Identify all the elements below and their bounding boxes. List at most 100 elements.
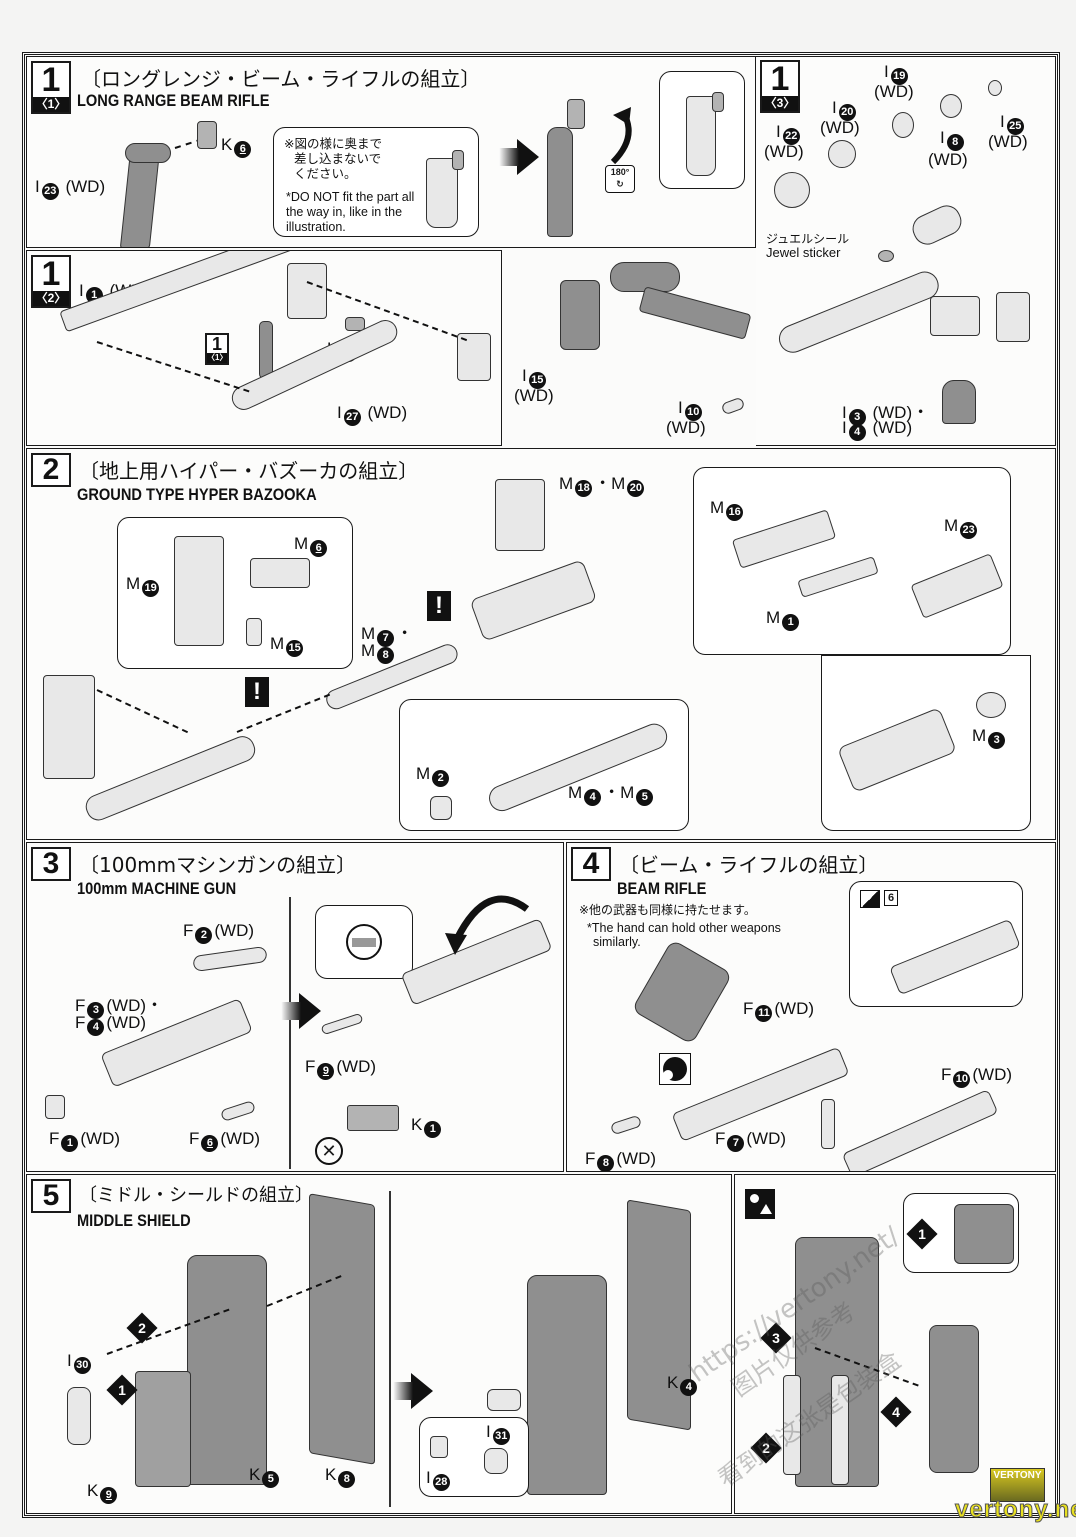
part-i28-i31-clip: [487, 1389, 521, 1411]
part-scope-mount: [560, 280, 600, 350]
part-f7: [821, 1099, 835, 1149]
part-k7: [345, 317, 365, 331]
rotate-arrow-icon: [610, 107, 632, 165]
no-cut-icon: ✕: [315, 1137, 343, 1165]
part-f8: [609, 1114, 643, 1136]
section-title-en: 100mm MACHINE GUN: [77, 879, 237, 898]
section-5-mounting: 1 3 2 4: [734, 1174, 1056, 1514]
part-grip-assembled: [43, 675, 95, 779]
section-title-en: GROUND TYPE HYPER BAZOOKA: [77, 485, 317, 504]
caution-note-en: *DO NOT fit the part all the way in, lik…: [286, 190, 415, 234]
part-bazooka-body: [469, 559, 598, 642]
sticker-icon: [860, 890, 880, 908]
section-title-en: BEAM RIFLE: [617, 879, 707, 898]
step-number-box: 4: [571, 847, 611, 881]
part-scope-lens: [774, 172, 810, 208]
step-order-1: 1: [906, 1218, 938, 1250]
part-m18-m20-magazine: [495, 479, 545, 551]
section-title-jp: 〔ビーム・ライフルの組立〕: [619, 853, 879, 877]
step-number-box: 5: [31, 1179, 71, 1213]
vertony-logo: VERTONY vertony.net: [955, 1468, 1076, 1524]
part-f1: [45, 1095, 65, 1119]
part-illustration: [426, 158, 458, 228]
sticker-detail-callout: 6: [849, 881, 1023, 1007]
part-f6: [219, 1100, 257, 1122]
section-2-hyper-bazooka: 2 〔地上用ハイパー・バズーカの組立〕 GROUND TYPE HYPER BA…: [26, 448, 1056, 840]
part-f10-barrel: [841, 1089, 999, 1171]
part-i23-grip-top: [125, 143, 171, 163]
part-k9: [135, 1371, 191, 1487]
bullet-end-icon: [346, 924, 382, 960]
part-i30: [67, 1387, 91, 1445]
step-number-box: 1 〈1〉: [31, 61, 71, 114]
hand-note-en-1: *The hand can hold other weapons: [587, 921, 781, 935]
hook-detail-callout: [903, 1193, 1019, 1273]
hand-note-jp: ※他の武器も同様に持たせます。: [579, 903, 756, 917]
part-i27-barrel: [227, 316, 402, 414]
step-order-4: 4: [880, 1396, 912, 1428]
jewel-sticker-label-en: Jewel sticker: [766, 245, 841, 260]
jewel-sticker: [878, 250, 894, 262]
jewel-sticker-label-jp: ジュエルシール: [766, 232, 850, 246]
hand-type-icon: [659, 1053, 691, 1085]
shield-assembled-frame: [527, 1275, 607, 1495]
section-title-jp: 〔ミドル・シールドの組立〕: [79, 1185, 313, 1206]
part-grip-rotated: [547, 127, 573, 237]
mobile-suit-arm: [929, 1325, 979, 1473]
section-1-2-rifle-body: 1 〈2〉 I1 (WD) 1 〈1〉 K7 I27 (WD): [26, 250, 502, 446]
part-i23-grip: [119, 149, 161, 247]
caution-callout: ※図の様に奥まで 差し込まないで ください。 *DO NOT fit the p…: [273, 127, 479, 237]
step-number-box: 1 〈2〉: [31, 255, 71, 308]
next-step-arrow: [281, 993, 321, 1029]
section-title-jp: 〔地上用ハイパー・バズーカの組立〕: [79, 459, 419, 483]
caution-icon: !: [245, 677, 269, 707]
section-title-en: MIDDLE SHIELD: [77, 1211, 191, 1230]
step-order-1: 1: [106, 1374, 138, 1406]
part-i3-i4-grip: [942, 380, 976, 424]
section-1-1-long-range-beam-rifle: 1 〈1〉 〔ロングレンジ・ビーム・ライフルの組立〕 LONG RANGE BE…: [26, 56, 756, 248]
part-f9: [320, 1012, 364, 1036]
part-grip-ref: [259, 321, 273, 379]
step-number-box: 1 〈3〉: [760, 60, 800, 113]
section-title-jp: 〔100mmマシンガンの組立〕: [79, 853, 357, 877]
next-step-arrow: [499, 139, 539, 175]
step-number-box: 3: [31, 847, 71, 881]
